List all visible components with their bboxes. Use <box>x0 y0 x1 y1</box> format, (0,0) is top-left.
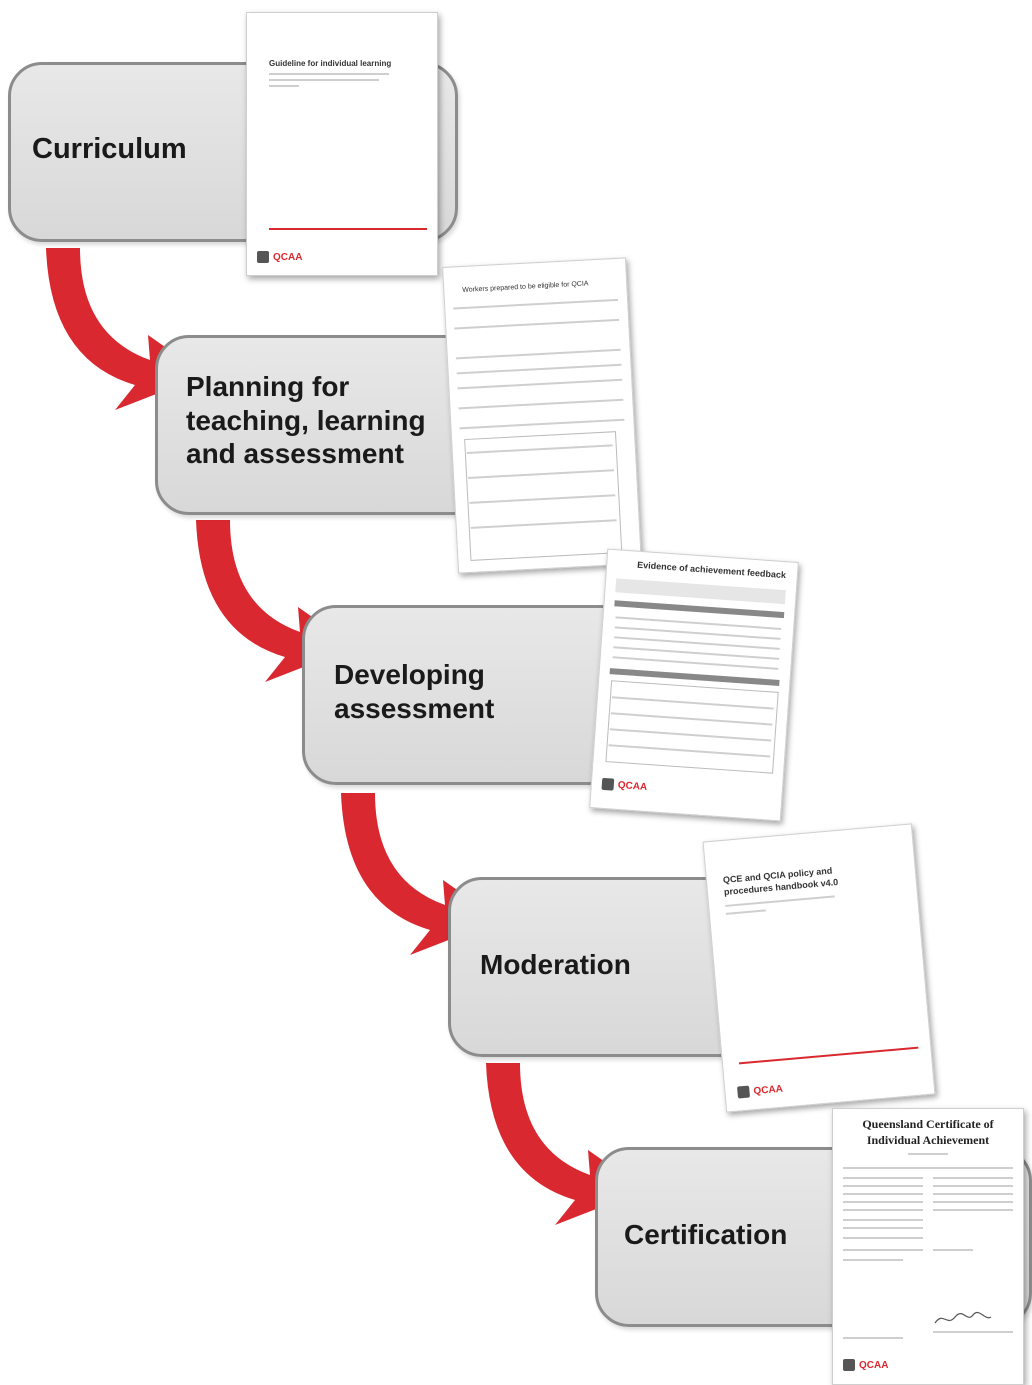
stage-label-curriculum: Curriculum <box>32 133 187 165</box>
certificate-title-line-1: Queensland Certificate of <box>862 1117 994 1131</box>
document-evidence-feedback-thumbnail: Evidence of achievement feedback QCAA <box>589 548 799 822</box>
document-guideline-thumbnail: Guideline for individual learning QCAA <box>246 12 438 276</box>
stage-label-moderation: Moderation <box>480 949 631 980</box>
document-red-rule <box>269 228 427 230</box>
stage-label-developing: Developing assessment <box>334 659 495 724</box>
qcaa-crest-icon <box>257 251 269 263</box>
qcaa-crest-icon <box>737 1085 751 1099</box>
document-workers-title: Workers prepared to be eligible for QCIA <box>462 280 589 294</box>
document-certificate-thumbnail: Queensland Certificate of Individual Ach… <box>832 1108 1024 1385</box>
document-evidence-title: Evidence of achievement feedback <box>636 559 787 581</box>
qcaa-crest-icon <box>601 777 615 791</box>
qcaa-crest-icon <box>843 1359 855 1371</box>
stage-label-planning: Planning for teaching, learning and asse… <box>186 371 426 470</box>
qcaa-logo: QCAA <box>617 779 648 793</box>
qcaa-logo: QCAA <box>859 1360 889 1371</box>
signature-mark <box>934 1311 992 1324</box>
document-guideline-title: Guideline for individual learning <box>269 59 392 68</box>
qcaa-logo: QCAA <box>753 1083 784 1098</box>
document-red-rule <box>738 1046 919 1065</box>
document-workers-form-thumbnail: Workers prepared to be eligible for QCIA <box>442 257 642 574</box>
stage-label-certification: Certification <box>624 1219 788 1250</box>
document-policy-title: QCE and QCIA policy and procedures handb… <box>722 865 839 897</box>
certificate-title-line-2: Individual Achievement <box>866 1133 990 1147</box>
document-policy-handbook-thumbnail: QCE and QCIA policy and procedures handb… <box>702 823 936 1113</box>
qcaa-logo: QCAA <box>273 252 303 263</box>
